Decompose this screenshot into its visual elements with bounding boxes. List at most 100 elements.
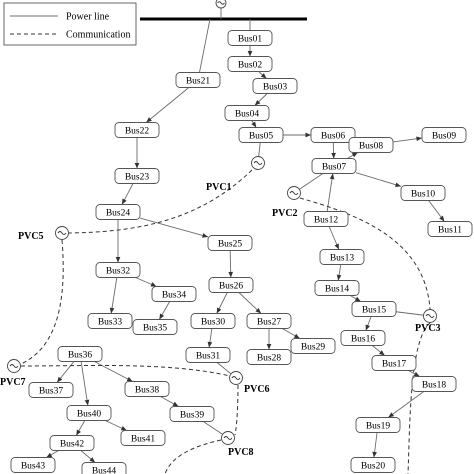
communication-link-pvc8-bottom xyxy=(164,439,222,474)
bus-node-b01: Bus01 xyxy=(227,30,273,46)
bus-label-b37: Bus37 xyxy=(39,386,64,396)
bus-node-b28: Bus28 xyxy=(246,349,292,365)
bus-node-b44: Bus44 xyxy=(81,462,127,474)
power-line-b32-b33 xyxy=(110,277,118,314)
bus-label-b11: Bus11 xyxy=(438,225,462,235)
power-line-b16-b17-arrowhead xyxy=(378,350,385,356)
bus-label-b07: Bus07 xyxy=(322,162,347,172)
bus-label-b42: Bus42 xyxy=(60,439,85,449)
bus-box-b27 xyxy=(246,313,292,329)
power-line-b08-b09-arrowhead xyxy=(416,136,422,142)
power-line-b34-b35-arrowhead xyxy=(159,313,165,320)
bus-box-b41 xyxy=(120,430,166,446)
bus-node-b29: Bus29 xyxy=(290,338,336,354)
legend-communication-label: Communication xyxy=(66,30,130,41)
bus-node-b18: Bus18 xyxy=(411,376,457,392)
bus-label-b09: Bus09 xyxy=(432,131,457,141)
bus-box-b25 xyxy=(207,235,253,251)
bus-node-b03: Bus03 xyxy=(252,78,298,94)
power-tap-b15-pvc3 xyxy=(395,311,425,316)
bus-node-b43: Bus43 xyxy=(10,457,56,473)
power-line-b23-b24-arrowhead xyxy=(121,198,127,205)
pvc7-label: PVC7 xyxy=(0,377,26,388)
bus-box-b17 xyxy=(371,355,417,371)
bus-box-b03 xyxy=(252,78,298,94)
power-line-b22-b23-arrowhead xyxy=(134,162,140,169)
bus-label-b32: Bus32 xyxy=(106,266,131,276)
bus-label-b06: Bus06 xyxy=(321,131,346,141)
communication-link-pvc2-pvc3 xyxy=(299,197,431,310)
bus-box-b28 xyxy=(246,349,292,365)
power-line-b12-b07-arrowhead xyxy=(329,173,335,180)
power-line-b07-b10 xyxy=(355,172,402,187)
bus-box-b08 xyxy=(348,137,394,153)
power-line-b36-b40-arrowhead xyxy=(84,399,90,406)
bus-node-b17: Bus17 xyxy=(371,355,417,371)
power-line-b19-b20-arrowhead xyxy=(372,451,377,458)
bus-label-b16: Bus16 xyxy=(351,334,376,344)
bus-box-b19 xyxy=(355,417,401,433)
power-line-b10-b11-arrowhead xyxy=(439,215,445,222)
power-line-b27-b28-arrowhead xyxy=(266,343,272,350)
communication-links xyxy=(20,169,431,474)
bus-label-b10: Bus10 xyxy=(411,189,436,199)
bus-node-b39: Bus39 xyxy=(169,406,215,422)
power-line-b13-b14-arrowhead xyxy=(336,274,342,281)
bus-box-b10 xyxy=(400,185,446,201)
power-line-b05-b06-arrowhead xyxy=(305,132,311,138)
bus-label-b38: Bus38 xyxy=(135,385,160,395)
bus-box-b44 xyxy=(81,462,127,474)
bus-node-b02: Bus02 xyxy=(227,56,273,72)
bus-label-b28: Bus28 xyxy=(257,353,282,363)
bus-box-b20 xyxy=(350,457,396,473)
bus-box-b26 xyxy=(208,277,254,293)
bus-node-b30: Bus30 xyxy=(190,313,236,329)
power-line-b27-b29-arrowhead xyxy=(293,333,300,339)
power-line-b07-b08-arrowhead xyxy=(351,152,358,158)
bus-box-b21 xyxy=(175,72,221,88)
bus-node-b06: Bus06 xyxy=(310,127,356,143)
pvc6-inverter-icon xyxy=(229,371,243,385)
bus-label-b34: Bus34 xyxy=(162,290,187,300)
power-tap-b05-pvc1 xyxy=(258,142,261,158)
power-line-b30-b31-arrowhead xyxy=(207,341,213,348)
power-line-b01-b02-arrowhead xyxy=(247,50,253,57)
power-line-b42-b43-arrowhead xyxy=(46,452,53,458)
bus-box-b32 xyxy=(95,262,141,278)
pvc7-inverter-icon xyxy=(7,359,21,373)
pvc3-inverter-icon xyxy=(423,309,437,323)
bus-label-b25: Bus25 xyxy=(218,239,243,249)
bus-node-b35: Bus35 xyxy=(132,319,178,335)
bus-box-b01 xyxy=(227,30,273,46)
bus-label-b21: Bus21 xyxy=(186,76,211,86)
bus-box-b42 xyxy=(49,435,95,451)
bus-label-b18: Bus18 xyxy=(422,380,447,390)
bus-box-b14 xyxy=(314,280,360,296)
bus-node-b04: Bus04 xyxy=(224,105,270,121)
bus-label-b36: Bus36 xyxy=(68,350,93,360)
bus-label-b15: Bus15 xyxy=(362,305,387,315)
legend-power-line-label: Power line xyxy=(66,12,110,23)
power-line-b36-b38-arrowhead xyxy=(126,376,133,382)
bus-box-b36 xyxy=(57,346,103,362)
power-line-b03-b04-arrowhead xyxy=(254,99,261,106)
power-tap-b21-busbar xyxy=(199,18,211,73)
bus-node-b42: Bus42 xyxy=(49,435,95,451)
bus-node-b23: Bus23 xyxy=(114,168,160,184)
power-lines xyxy=(46,18,445,463)
power-line-b02-b03-arrowhead xyxy=(260,73,267,79)
bus-node-b07: Bus07 xyxy=(311,158,357,174)
power-tap-b39-pvc8 xyxy=(203,421,224,436)
bus-node-b11: Bus11 xyxy=(427,221,473,237)
bus-label-b39: Bus39 xyxy=(180,410,205,420)
pvc5-label: PVC5 xyxy=(18,231,44,242)
bus-node-b08: Bus08 xyxy=(348,137,394,153)
bus-label-b08: Bus08 xyxy=(359,141,384,151)
bus-box-b04 xyxy=(224,105,270,121)
bus-node-b38: Bus38 xyxy=(124,381,170,397)
bus-label-b04: Bus04 xyxy=(235,109,260,119)
bus-node-b19: Bus19 xyxy=(355,417,401,433)
bus-label-b20: Bus20 xyxy=(361,461,386,471)
bus-box-b05 xyxy=(238,127,284,143)
bus-box-b15 xyxy=(351,301,397,317)
